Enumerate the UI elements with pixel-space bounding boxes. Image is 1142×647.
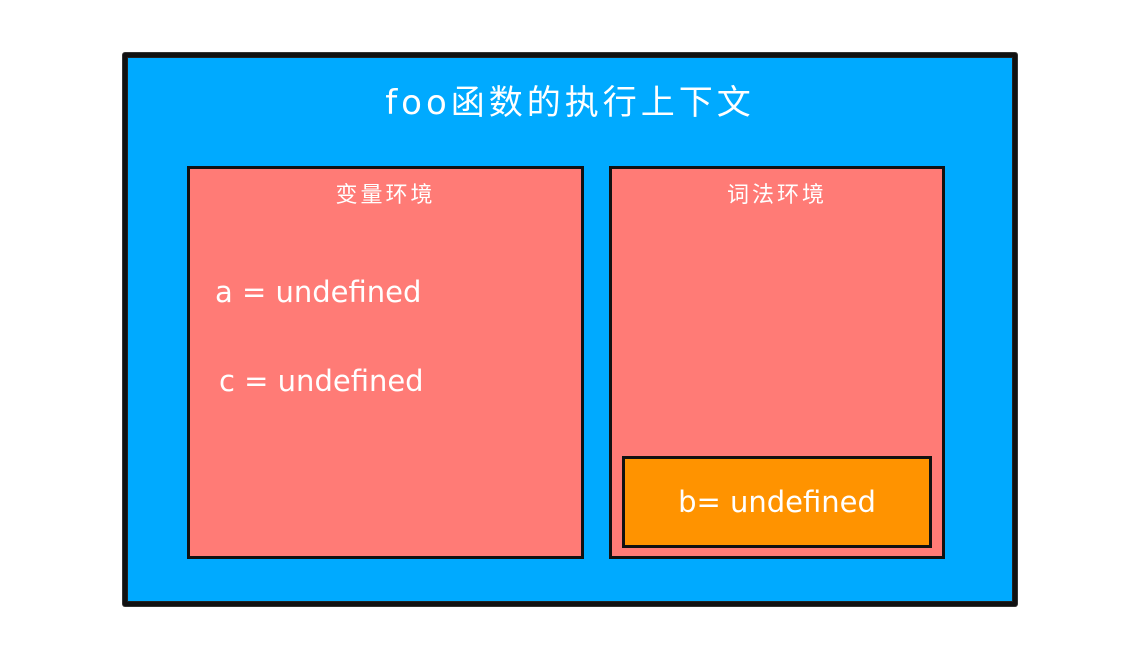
variable-c-entry: c = undefined: [219, 364, 424, 398]
execution-context-title: foo函数的执行上下文: [385, 83, 755, 123]
variable-b-entry: b= undefined: [678, 485, 876, 519]
lexical-environment-label: 词法环境: [726, 183, 827, 208]
variable-environment-label: 变量环境: [335, 183, 436, 208]
variable-environment: 变量环境 a = undefined c = undefined: [187, 166, 584, 559]
foo-execution-context: foo函数的执行上下文 变量环境 a = undefined c = undef…: [123, 53, 1017, 606]
block-scope-box: b= undefined: [622, 456, 932, 548]
lexical-environment: 词法环境 b= undefined: [609, 166, 945, 559]
variable-a-entry: a = undefined: [215, 275, 422, 309]
